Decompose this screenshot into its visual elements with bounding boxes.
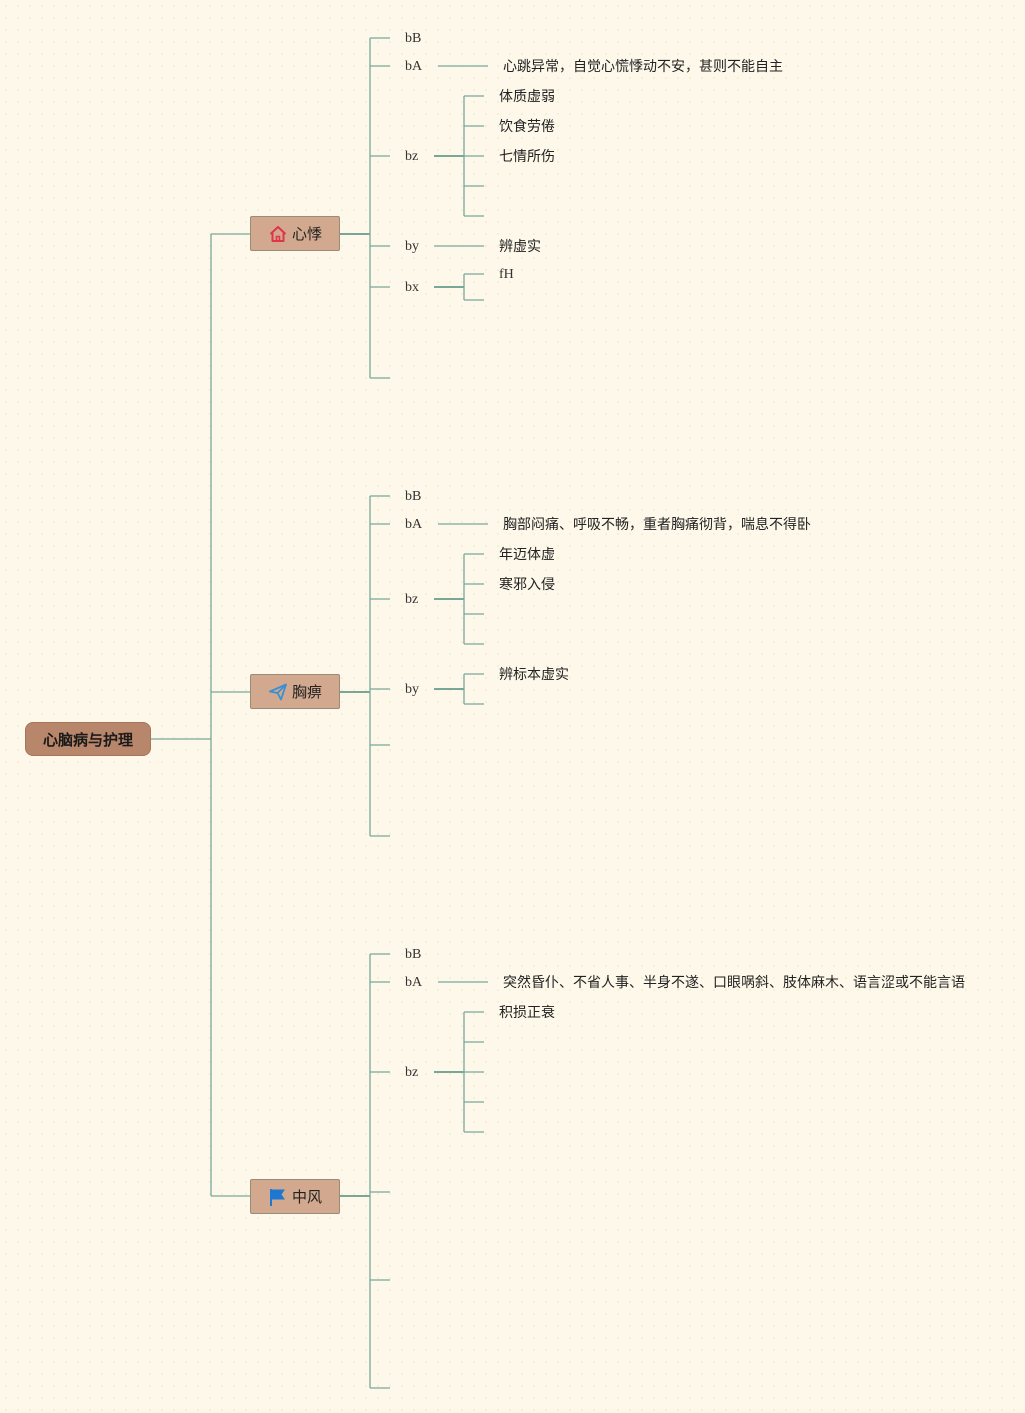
cause-item: 年迈体虚 — [499, 547, 555, 563]
branch-title: 胸痹 — [291, 683, 322, 701]
label-bA: bA — [405, 975, 423, 990]
home-icon — [268, 224, 288, 244]
label-by: by — [405, 239, 419, 254]
branch-node-palpitation[interactable]: 心悸 — [250, 216, 340, 251]
diagnosis-text: 辨虚实 — [499, 239, 541, 255]
definition-text: 心跳异常，自觉心慌悸动不安，甚则不能自主 — [503, 59, 783, 75]
label-bz: bz — [405, 149, 419, 164]
label-bB: bB — [405, 31, 422, 46]
cause-item: 寒邪入侵 — [499, 577, 555, 593]
definition-text: 突然昏仆、不省人事、半身不遂、口眼㖞斜、肢体麻木、语言涩或不能言语 — [503, 975, 965, 991]
label-bz: bz — [405, 1065, 419, 1080]
label-bB: bB — [405, 947, 422, 962]
label-bz: bz — [405, 592, 419, 607]
branch-node-stroke[interactable]: 中风 — [250, 1179, 340, 1214]
root-node[interactable]: 心脑病与护理 — [25, 722, 151, 756]
label-bB: bB — [405, 489, 422, 504]
label-bA: bA — [405, 517, 423, 532]
diagnosis-text: 辨标本虚实 — [499, 667, 569, 683]
flag-icon — [268, 1187, 288, 1207]
branch-title: 中风 — [291, 1188, 322, 1206]
send-icon — [268, 682, 288, 702]
cause-item: 体质虚弱 — [499, 89, 555, 105]
label-bx: bx — [405, 280, 419, 295]
cause-item: 七情所伤 — [499, 149, 555, 165]
label-bA: bA — [405, 59, 423, 74]
cause-item: 积损正衰 — [499, 1005, 555, 1021]
branch-node-chest-bi[interactable]: 胸痹 — [250, 674, 340, 709]
branch-title: 心悸 — [291, 225, 322, 243]
label-by: by — [405, 682, 419, 697]
root-title: 心脑病与护理 — [42, 730, 133, 749]
cause-item: 饮食劳倦 — [499, 119, 555, 135]
definition-text: 胸部闷痛、呼吸不畅，重者胸痛彻背，喘息不得卧 — [503, 517, 811, 533]
bx-item: fH — [499, 267, 514, 282]
